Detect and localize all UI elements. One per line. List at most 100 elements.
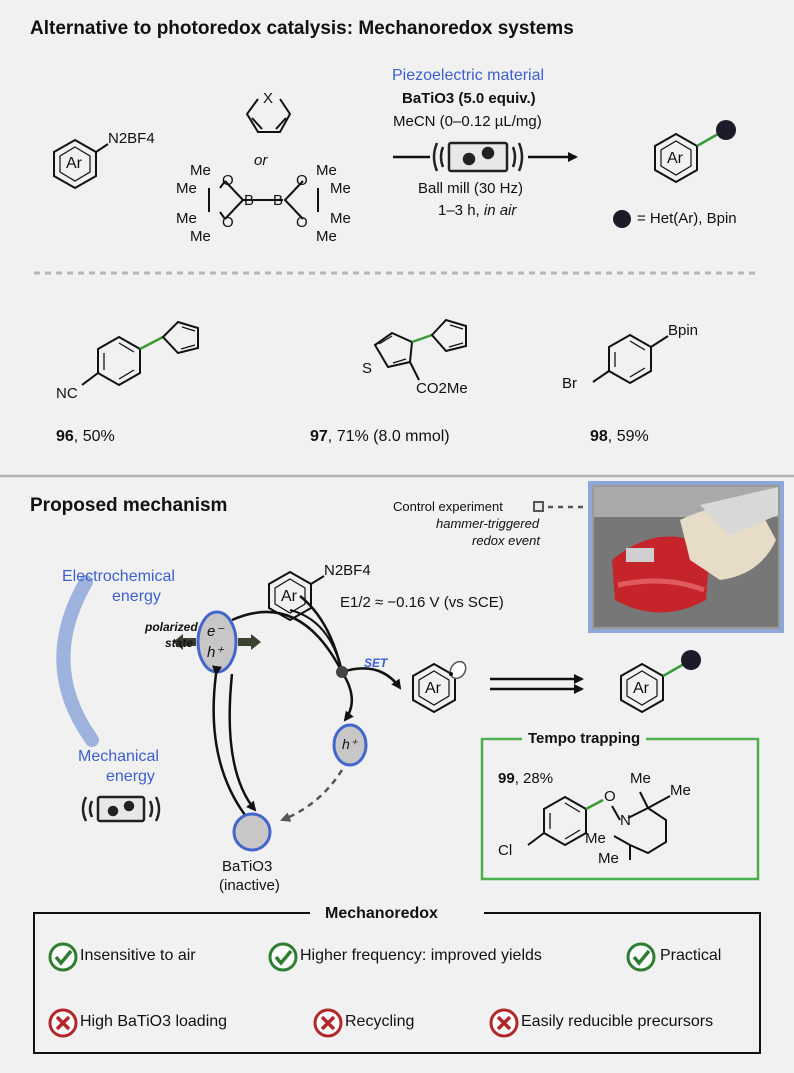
control-label: Control experiment bbox=[393, 499, 503, 514]
batio3-label: BaTiO3 bbox=[222, 858, 273, 875]
hole-label: h⁺ bbox=[207, 644, 224, 661]
electrochemical-label-2: energy bbox=[112, 588, 161, 605]
compound-99-structure bbox=[527, 791, 671, 860]
pro-3: Practical bbox=[660, 947, 722, 964]
catalyst-label: Piezoelectric material bbox=[392, 67, 545, 84]
compound-97-ester: CO2Me bbox=[416, 380, 468, 397]
mechanism-product bbox=[620, 662, 685, 714]
compound-96-nc: NC bbox=[56, 385, 78, 402]
b2pin2-me-5: Me bbox=[316, 162, 337, 179]
reagent1-n2bf4: N2BF4 bbox=[108, 130, 155, 147]
heterocycle-structure bbox=[245, 98, 292, 133]
b2pin2-me-1: Me bbox=[190, 162, 211, 179]
compound-96-label: 96, 50% bbox=[56, 428, 115, 445]
check-icon-1 bbox=[48, 942, 78, 972]
b2pin2-me-8: Me bbox=[316, 228, 337, 245]
cross-icon-3 bbox=[489, 1008, 519, 1038]
ball-mill-icon-mechanism bbox=[81, 795, 161, 823]
summary-box bbox=[33, 912, 761, 1054]
hole-species bbox=[332, 723, 368, 767]
b2pin2-me-3: Me bbox=[176, 210, 197, 227]
inactive-label: (inactive) bbox=[219, 877, 280, 894]
mechanism-diazonium-group: N2BF4 bbox=[324, 562, 371, 579]
b2pin2-o-2: O bbox=[222, 214, 234, 231]
polarized-batio3 bbox=[173, 610, 261, 674]
compound-99-n: N bbox=[620, 812, 631, 829]
pro-1: Insensitive to air bbox=[80, 947, 196, 964]
energy-conversion-arrow bbox=[56, 575, 99, 747]
heterocycle-x: X bbox=[263, 90, 274, 107]
con-2: Recycling bbox=[345, 1013, 415, 1030]
compound-97-s: S bbox=[362, 360, 373, 377]
pro-2: Higher frequency: improved yields bbox=[300, 947, 542, 964]
compound-98-structure bbox=[592, 333, 669, 385]
compound-98-bpin: Bpin bbox=[668, 322, 699, 339]
inactive-batio3 bbox=[232, 812, 272, 852]
con-1: High BaTiO3 loading bbox=[80, 1013, 228, 1030]
product-ring-label: Ar bbox=[667, 150, 683, 167]
polarized-label-2: state bbox=[165, 636, 194, 650]
compound-99-me-4: Me bbox=[598, 850, 619, 867]
compound-97-structure bbox=[373, 318, 467, 381]
check-icon-2 bbox=[268, 942, 298, 972]
cross-icon-2 bbox=[313, 1008, 343, 1038]
compound-97-label: 97, 71% (8.0 mmol) bbox=[310, 428, 450, 445]
mechanism-product-ring: Ar bbox=[633, 680, 649, 697]
compound-98-br: Br bbox=[562, 375, 577, 392]
product-substituent-dot bbox=[716, 120, 736, 140]
ball-mill-icon bbox=[432, 141, 524, 173]
cross-icon-1 bbox=[48, 1008, 78, 1038]
reduction-potential: E1/2 ≈ −0.16 V (vs SCE) bbox=[340, 594, 504, 611]
con-3: Easily reducible precursors bbox=[521, 1013, 714, 1030]
set-label: SET bbox=[364, 656, 388, 670]
legend-dot bbox=[613, 210, 631, 228]
b2pin2-o-1: O bbox=[222, 172, 234, 189]
b2pin2-me-4: Me bbox=[190, 228, 211, 245]
control-marker bbox=[533, 501, 544, 512]
compound-99-me-1: Me bbox=[630, 770, 651, 787]
or-text: or bbox=[254, 152, 268, 169]
compound-98-label: 98, 59% bbox=[590, 428, 649, 445]
check-icon-3 bbox=[626, 942, 656, 972]
electron-label: e⁻ bbox=[207, 623, 224, 640]
radical-ring-label: Ar bbox=[425, 680, 441, 697]
compound-99-me-2: Me bbox=[670, 782, 691, 799]
tempo-box bbox=[480, 737, 760, 881]
b2pin2-structure bbox=[208, 180, 319, 220]
ball-mill-condition: Ball mill (30 Hz) bbox=[418, 180, 524, 197]
compound-99-cl: Cl bbox=[498, 842, 513, 859]
mechanism-diazonium-ring: Ar bbox=[281, 588, 297, 605]
control-desc-1: hammer-triggered bbox=[436, 516, 540, 531]
tempo-title: Tempo trapping bbox=[522, 730, 647, 747]
figure-title: Alternative to photoredox catalysis: Mec… bbox=[30, 18, 574, 39]
control-desc-2: redox event bbox=[472, 533, 540, 548]
solvent-condition: MeCN (0–0.12 µL/mg) bbox=[393, 113, 542, 130]
b2pin2-me-2: Me bbox=[176, 180, 197, 197]
b2pin2-o-4: O bbox=[296, 214, 308, 231]
b2pin2-b-1: B bbox=[244, 192, 255, 209]
hammer-photo bbox=[588, 481, 784, 633]
b2pin2-b-2: B bbox=[273, 192, 284, 209]
b2pin2-me-7: Me bbox=[330, 210, 351, 227]
polarized-label-1: polarized bbox=[145, 620, 198, 634]
aryl-diazonium-reagent bbox=[53, 138, 109, 190]
electrochemical-label-1: Electrochemical bbox=[62, 568, 175, 585]
compound-96-structure bbox=[81, 320, 199, 387]
compound-99-label: 99, 28% bbox=[498, 770, 554, 787]
compound-99-o: O bbox=[604, 788, 616, 805]
product-legend: = Het(Ar), Bpin bbox=[637, 210, 737, 227]
hole-species-label: h⁺ bbox=[342, 736, 358, 752]
product-structure bbox=[654, 132, 719, 184]
mechanical-label-2: energy bbox=[106, 768, 155, 785]
b2pin2-me-6: Me bbox=[330, 180, 351, 197]
mechanism-diazonium bbox=[268, 570, 325, 622]
time-condition: 1–3 h, in air bbox=[438, 202, 517, 219]
compound-99-me-3: Me bbox=[585, 830, 606, 847]
reagent1-ring-label: Ar bbox=[66, 155, 82, 172]
mechanism-title: Proposed mechanism bbox=[30, 495, 228, 516]
b2pin2-o-3: O bbox=[296, 172, 308, 189]
summary-title: Mechanoredox bbox=[325, 905, 438, 922]
mechanical-label-1: Mechanical bbox=[78, 748, 159, 765]
